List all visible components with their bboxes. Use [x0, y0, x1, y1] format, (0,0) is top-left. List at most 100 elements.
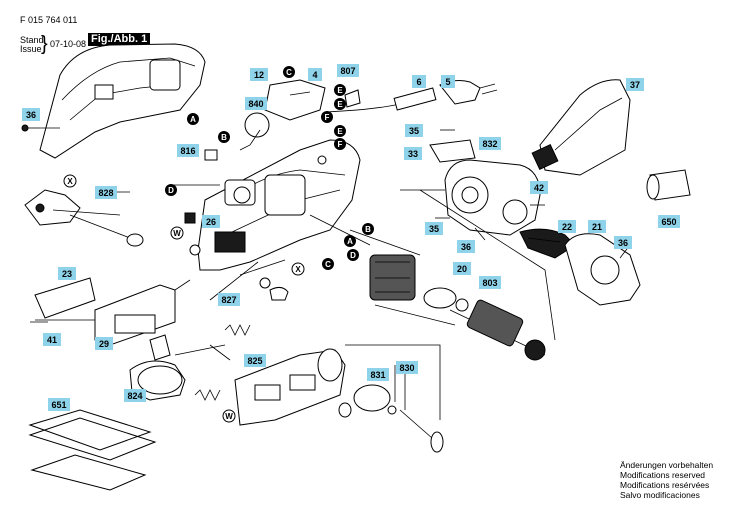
marker-c: C — [322, 258, 334, 270]
marker-d: D — [165, 184, 177, 196]
marker-f: F — [321, 111, 333, 123]
marker-x: X — [291, 262, 305, 276]
svg-text:F: F — [338, 140, 343, 149]
svg-text:E: E — [337, 86, 343, 95]
svg-text:824: 824 — [127, 391, 142, 401]
svg-text:37: 37 — [630, 80, 640, 90]
svg-text:29: 29 — [99, 339, 109, 349]
svg-text:20: 20 — [457, 264, 467, 274]
part-label: 21 — [588, 220, 606, 233]
svg-text:825: 825 — [247, 356, 262, 366]
marker-c: C — [283, 66, 295, 78]
svg-text:42: 42 — [534, 183, 544, 193]
notice-line: Salvo modificaciones — [620, 490, 700, 500]
part-label: 816 — [177, 144, 199, 157]
parts-line-art — [21, 43, 691, 491]
svg-text:A: A — [190, 115, 196, 124]
marker-w: W — [222, 409, 236, 423]
part-label: 832 — [479, 137, 501, 150]
part-label: 35 — [405, 124, 423, 137]
svg-text:33: 33 — [408, 149, 418, 159]
part-label: 650 — [658, 215, 680, 228]
svg-text:X: X — [295, 265, 301, 274]
part-label: 37 — [626, 78, 644, 91]
svg-text:23: 23 — [62, 269, 72, 279]
svg-text:831: 831 — [370, 370, 385, 380]
marker-f: F — [334, 138, 346, 150]
part-label: 26 — [202, 215, 220, 228]
svg-text:21: 21 — [592, 222, 602, 232]
part-label: 22 — [558, 220, 576, 233]
svg-text:36: 36 — [26, 110, 36, 120]
svg-text:D: D — [168, 186, 174, 195]
svg-text:C: C — [325, 260, 331, 269]
marker-x: X — [63, 174, 77, 188]
part-label: 831 — [367, 368, 389, 381]
svg-text:4: 4 — [312, 70, 317, 80]
marker-a: A — [187, 113, 199, 125]
svg-text:803: 803 — [482, 278, 497, 288]
svg-text:B: B — [221, 133, 227, 142]
part-label: 6 — [412, 75, 426, 88]
svg-text:D: D — [350, 251, 356, 260]
part-label: 824 — [124, 389, 146, 402]
part-labels: 36 12 4 807 840 816 828 26 6 5 37 35 832… — [22, 64, 680, 411]
marker-d: D — [347, 249, 359, 261]
part-label: 803 — [479, 276, 501, 289]
marker-a: A — [344, 235, 356, 247]
notice-line: Modifications reserved — [620, 470, 706, 480]
part-label: 5 — [441, 75, 455, 88]
part-label: 36 — [457, 240, 475, 253]
issue-label: Issue — [20, 44, 42, 54]
part-label: 830 — [396, 361, 418, 374]
part-label: 36 — [22, 108, 40, 121]
svg-text:35: 35 — [429, 224, 439, 234]
part-label: 41 — [43, 333, 61, 346]
figure-label: Fig./Abb. 1 — [88, 33, 151, 46]
svg-text:26: 26 — [206, 217, 216, 227]
part-label: 20 — [453, 262, 471, 275]
svg-text:W: W — [225, 412, 233, 421]
svg-text:651: 651 — [51, 400, 66, 410]
marker-b: B — [362, 223, 374, 235]
marker-b: B — [218, 131, 230, 143]
svg-text:A: A — [347, 237, 353, 246]
svg-text:832: 832 — [482, 139, 497, 149]
part-label: 29 — [95, 337, 113, 350]
part-label: 807 — [337, 64, 359, 77]
brace: } — [41, 33, 48, 55]
svg-text:36: 36 — [461, 242, 471, 252]
notice-line: Änderungen vorbehalten — [620, 460, 714, 470]
issue-date: 07-10-08 — [50, 39, 87, 49]
stand-label: Stand — [20, 35, 44, 45]
document-number: F 015 764 011 — [20, 15, 78, 25]
modifications-notice: Änderungen vorbehalten Modifications res… — [620, 460, 713, 500]
part-label: 33 — [404, 147, 422, 160]
svg-text:22: 22 — [562, 222, 572, 232]
svg-text:B: B — [365, 225, 371, 234]
svg-text:650: 650 — [661, 217, 676, 227]
part-label: 825 — [244, 354, 266, 367]
svg-text:35: 35 — [409, 126, 419, 136]
svg-text:E: E — [337, 100, 343, 109]
svg-text:41: 41 — [47, 335, 57, 345]
svg-text:12: 12 — [254, 70, 264, 80]
reference-markers: C E E F A B X D W E F B A C D X W — [63, 66, 374, 423]
svg-text:807: 807 — [340, 66, 355, 76]
part-label: 12 — [250, 68, 268, 81]
marker-w: W — [170, 226, 184, 240]
part-label: 23 — [58, 267, 76, 280]
marker-e: E — [334, 98, 346, 110]
part-label: 651 — [48, 398, 70, 411]
part-label: 42 — [530, 181, 548, 194]
marker-e: E — [334, 125, 346, 137]
svg-text:36: 36 — [618, 238, 628, 248]
svg-text:F: F — [325, 113, 330, 122]
svg-text:C: C — [286, 68, 292, 77]
svg-text:E: E — [337, 127, 343, 136]
svg-text:6: 6 — [416, 77, 421, 87]
part-label: 827 — [218, 293, 240, 306]
svg-text:816: 816 — [180, 146, 195, 156]
svg-text:5: 5 — [445, 77, 450, 87]
